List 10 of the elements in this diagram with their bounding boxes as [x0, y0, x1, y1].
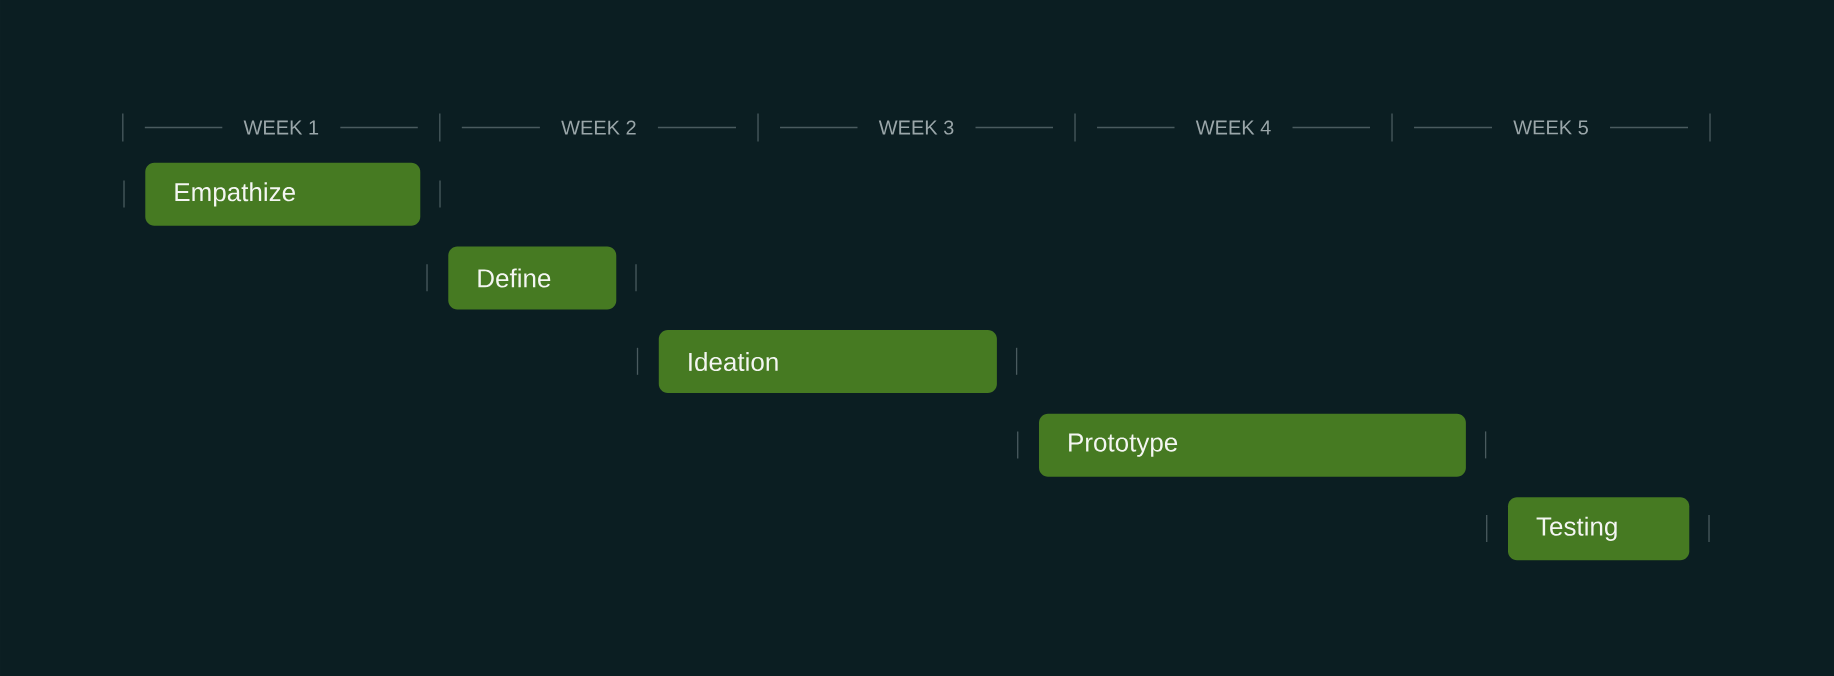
- task-bar: Define: [448, 246, 617, 310]
- task-bar: Ideation: [658, 330, 997, 394]
- task-bar: Prototype: [1039, 413, 1466, 477]
- task-bar: Testing: [1508, 497, 1690, 561]
- task-bar: Empathize: [145, 162, 421, 226]
- week-label: WEEK 3: [878, 120, 954, 135]
- week-label: WEEK 1: [243, 120, 319, 135]
- week-label: WEEK 2: [561, 120, 636, 135]
- week-label: WEEK 4: [1195, 120, 1271, 135]
- week-label: WEEK 5: [1513, 120, 1588, 135]
